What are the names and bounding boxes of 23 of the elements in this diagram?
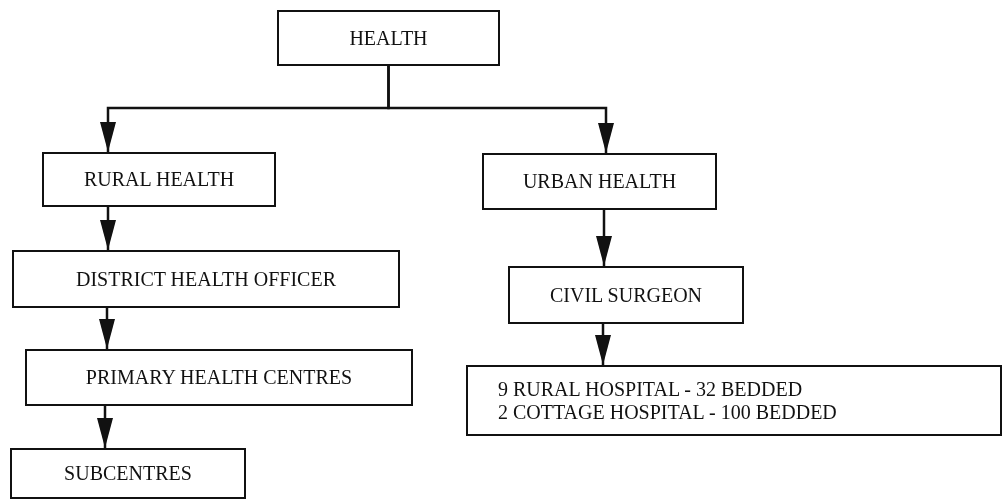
arrow xyxy=(595,324,611,365)
arrow xyxy=(97,406,113,448)
org-box xyxy=(482,153,717,210)
box-label: SUBCENTRES xyxy=(64,462,192,485)
box-label: 2 COTTAGE HOSPITAL - 100 BEDDED xyxy=(498,400,837,424)
box-label: PRIMARY HEALTH CENTRES xyxy=(85,366,353,389)
org-box xyxy=(10,448,246,499)
box-label: HEALTH xyxy=(349,26,428,50)
box-label: 9 RURAL HOSPITAL - 32 BEDDED xyxy=(498,377,803,401)
arrow xyxy=(100,207,116,250)
org-box xyxy=(466,365,1002,436)
box-label: CIVIL SURGEON xyxy=(550,283,702,307)
org-box xyxy=(42,152,276,207)
arrow xyxy=(99,308,115,349)
arrow xyxy=(387,66,614,153)
org-box xyxy=(12,250,400,308)
arrow xyxy=(596,210,612,266)
box-label: URBAN HEALTH xyxy=(522,170,677,193)
org-box xyxy=(508,266,744,324)
org-box xyxy=(25,349,413,406)
box-label: DISTRICT HEALTH OFFICER xyxy=(76,267,336,291)
box-label: RURAL HEALTH xyxy=(83,168,235,191)
org-box xyxy=(277,10,500,66)
